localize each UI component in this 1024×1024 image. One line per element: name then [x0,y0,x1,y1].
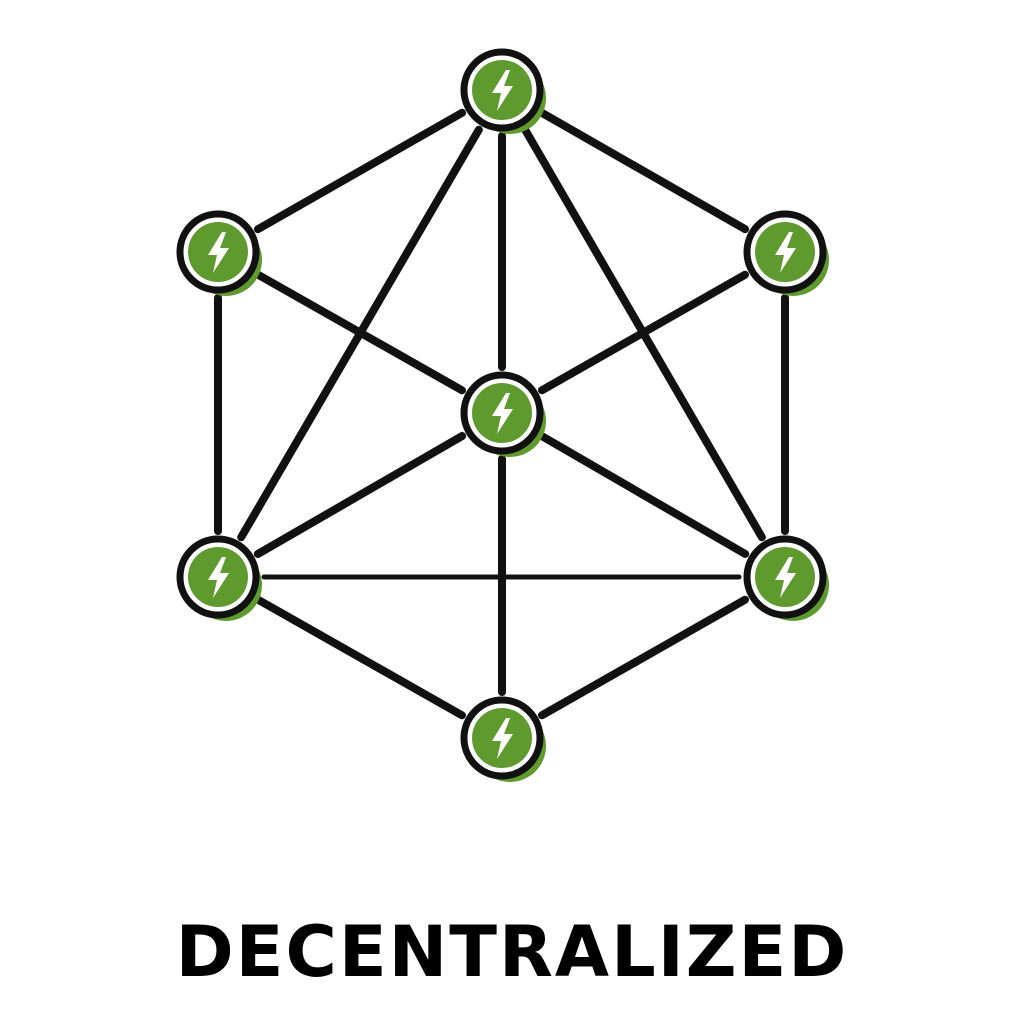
node-upper-left [176,210,262,296]
node-ring [743,535,827,619]
nodes-layer [176,48,829,782]
lightning-bolt-icon [492,393,513,434]
edge-top-upper-left [253,108,467,234]
node-top [460,48,546,134]
lightning-bolt-icon [775,557,796,598]
node-lower-right [743,535,829,621]
node-ring [176,535,260,619]
edge-upper-right-center [537,270,750,395]
edge-lower-left-bottom [254,595,466,720]
node-lower-left [176,535,262,621]
lightning-bolt-icon [775,232,796,273]
edge-lower-right-bottom [537,595,750,720]
lightning-bolt-icon [492,718,513,759]
edge-top-upper-right [537,108,750,234]
edge-upper-left-center [254,270,466,395]
node-bottom [460,696,546,782]
lightning-bolt-icon [492,70,513,111]
lightning-bolt-icon [208,557,229,598]
node-ring [460,371,544,455]
edge-center-lower-left [253,432,467,558]
node-center [460,371,546,457]
lightning-bolt-icon [208,232,229,273]
diagram-caption: DECENTRALIZED [175,911,849,993]
edges-layer [214,108,789,720]
node-ring [743,210,827,294]
node-ring [460,696,544,780]
node-upper-right [743,210,829,296]
node-ring [460,48,544,132]
edge-center-lower-right [537,432,750,558]
node-ring [176,210,260,294]
